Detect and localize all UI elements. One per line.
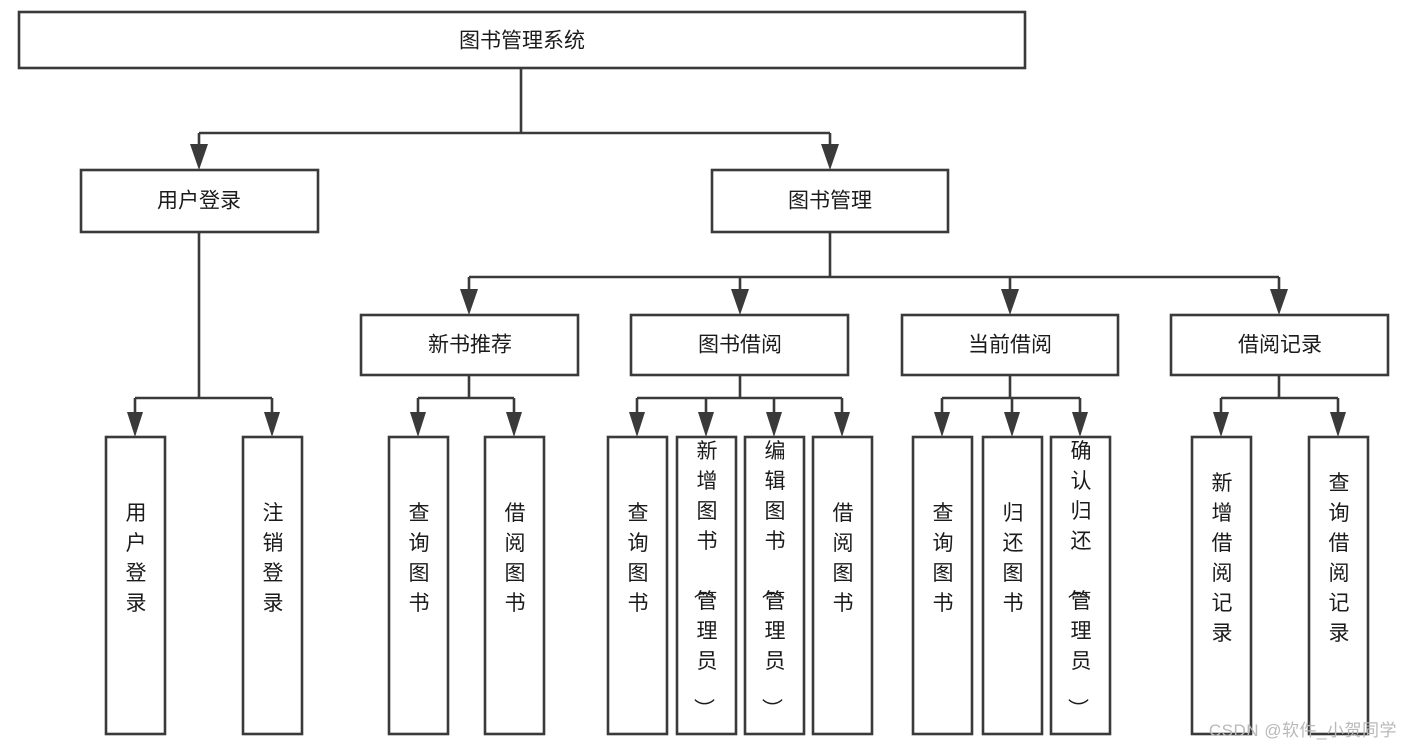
node-book-borrow-box[interactable]: [629, 313, 850, 377]
node-leaf-borrow-book-2-label: 借阅图书: [833, 502, 854, 615]
connector-bookmanage-bus: [467, 232, 1281, 292]
arrowhead-borrow-record: [1270, 289, 1288, 315]
node-leaf-return-book-box[interactable]: [981, 435, 1044, 736]
node-leaf-query-book-2-box[interactable]: [606, 435, 669, 736]
arrowhead-new-book-recommend: [460, 289, 478, 315]
node-leaf-edit-book-box[interactable]: [743, 435, 806, 736]
connector-layer: [133, 68, 1340, 415]
arrowhead-leaf-user-login: [127, 412, 143, 437]
node-leaf-user-logout[interactable]: 注销登录: [241, 435, 304, 736]
arrowhead-leaf-query-book-1: [410, 412, 426, 437]
node-leaf-add-record-label: 新增借阅记录: [1212, 472, 1233, 645]
node-leaf-return-book-label: 归还图书: [1003, 502, 1024, 615]
arrowhead-leaf-borrow-book-1: [506, 412, 522, 437]
node-current-borrow-box[interactable]: [900, 313, 1120, 377]
node-leaf-query-book-1[interactable]: 查询图书: [387, 435, 450, 736]
node-leaf-add-book[interactable]: 新增图书（管理员）: [675, 435, 738, 736]
node-leaf-user-login[interactable]: 用户登录: [104, 435, 167, 736]
connector-root-bus: [197, 68, 832, 148]
node-new-book-recommend-box[interactable]: [359, 313, 580, 377]
arrowhead-leaf-user-logout: [264, 412, 280, 437]
node-borrow-record[interactable]: 借阅记录: [1169, 313, 1390, 377]
arrowhead-book-manage: [821, 144, 839, 170]
connector-currentborrow-bus: [940, 375, 1082, 415]
node-leaf-query-book-2-label: 查询图书: [628, 502, 649, 615]
node-user-login-box[interactable]: [79, 168, 320, 234]
connector-borrowrecord-bus: [1219, 375, 1340, 415]
node-leaf-user-login-label: 用户登录: [126, 502, 147, 615]
node-book-manage[interactable]: 图书管理: [710, 168, 950, 234]
node-leaf-add-book-label: 新增图书（管理员）: [692, 440, 718, 719]
arrowhead-leaf-add-record: [1213, 412, 1229, 437]
node-leaf-query-book-3-box[interactable]: [911, 435, 974, 736]
node-root-label: 图书管理系统: [459, 30, 585, 53]
node-leaf-borrow-book-1-label: 借阅图书: [505, 502, 526, 615]
node-leaf-query-record-label: 查询借阅记录: [1329, 472, 1350, 645]
node-leaf-edit-book[interactable]: 编辑图书（管理员）: [743, 435, 806, 736]
node-root[interactable]: 图书管理系统: [17, 10, 1027, 70]
connector-newbook-bus: [416, 375, 516, 415]
node-leaf-query-book-1-box[interactable]: [387, 435, 450, 736]
node-leaf-confirm-return-box[interactable]: [1049, 435, 1112, 736]
node-borrow-record-box[interactable]: [1169, 313, 1390, 377]
connector-userlogin-bus: [133, 232, 274, 415]
node-leaf-edit-book-label: 编辑图书（管理员）: [760, 440, 786, 719]
arrowhead-user-login: [190, 144, 208, 170]
arrowhead-leaf-edit-book: [766, 412, 782, 437]
node-leaf-query-book-3[interactable]: 查询图书: [911, 435, 974, 736]
node-leaf-query-book-3-label: 查询图书: [933, 502, 954, 615]
node-new-book-recommend-label: 新书推荐: [428, 334, 512, 357]
node-leaf-query-book-2[interactable]: 查询图书: [606, 435, 669, 736]
node-leaf-confirm-return[interactable]: 确认归还（管理员）: [1049, 435, 1112, 736]
node-new-book-recommend[interactable]: 新书推荐: [359, 313, 580, 377]
node-leaf-query-book-1-label: 查询图书: [409, 502, 430, 615]
arrowhead-leaf-query-book-3: [934, 412, 950, 437]
node-leaf-query-record-box[interactable]: [1307, 435, 1370, 736]
node-book-borrow-label: 图书借阅: [698, 334, 782, 357]
node-book-manage-box[interactable]: [710, 168, 950, 234]
arrowhead-leaf-return-book: [1004, 412, 1020, 437]
node-leaf-borrow-book-1[interactable]: 借阅图书: [483, 435, 546, 736]
node-user-login-label: 用户登录: [157, 190, 241, 213]
connector-bookborrow-bus: [635, 375, 844, 415]
node-book-borrow[interactable]: 图书借阅: [629, 313, 850, 377]
node-leaf-user-logout-box[interactable]: [241, 435, 304, 736]
node-leaf-add-book-box[interactable]: [675, 435, 738, 736]
node-current-borrow-label: 当前借阅: [968, 334, 1052, 357]
node-leaf-query-record[interactable]: 查询借阅记录: [1307, 435, 1370, 736]
node-book-manage-label: 图书管理: [788, 190, 872, 213]
node-user-login[interactable]: 用户登录: [79, 168, 320, 234]
node-leaf-borrow-book-2-box[interactable]: [811, 435, 874, 736]
arrowhead-leaf-confirm-return: [1072, 412, 1088, 437]
arrowhead-layer: [127, 144, 1346, 437]
node-leaf-return-book[interactable]: 归还图书: [981, 435, 1044, 736]
arrowhead-leaf-borrow-book-2: [834, 412, 850, 437]
arrowhead-leaf-add-book: [698, 412, 714, 437]
node-borrow-record-label: 借阅记录: [1238, 334, 1322, 357]
node-leaf-add-record-box[interactable]: [1190, 435, 1253, 736]
arrowhead-book-borrow: [731, 289, 749, 315]
node-leaf-borrow-book-1-box[interactable]: [483, 435, 546, 736]
node-leaf-confirm-return-label: 确认归还（管理员）: [1066, 440, 1092, 719]
node-root-box[interactable]: [17, 10, 1027, 70]
arrowhead-current-borrow: [1001, 289, 1019, 315]
arrowhead-leaf-query-book-2: [629, 412, 645, 437]
node-leaf-user-logout-label: 注销登录: [263, 502, 284, 615]
node-current-borrow[interactable]: 当前借阅: [900, 313, 1120, 377]
node-leaf-borrow-book-2[interactable]: 借阅图书: [811, 435, 874, 736]
node-leaf-user-login-box[interactable]: [104, 435, 167, 736]
node-leaf-add-record[interactable]: 新增借阅记录: [1190, 435, 1253, 736]
arrowhead-leaf-query-record: [1330, 412, 1346, 437]
